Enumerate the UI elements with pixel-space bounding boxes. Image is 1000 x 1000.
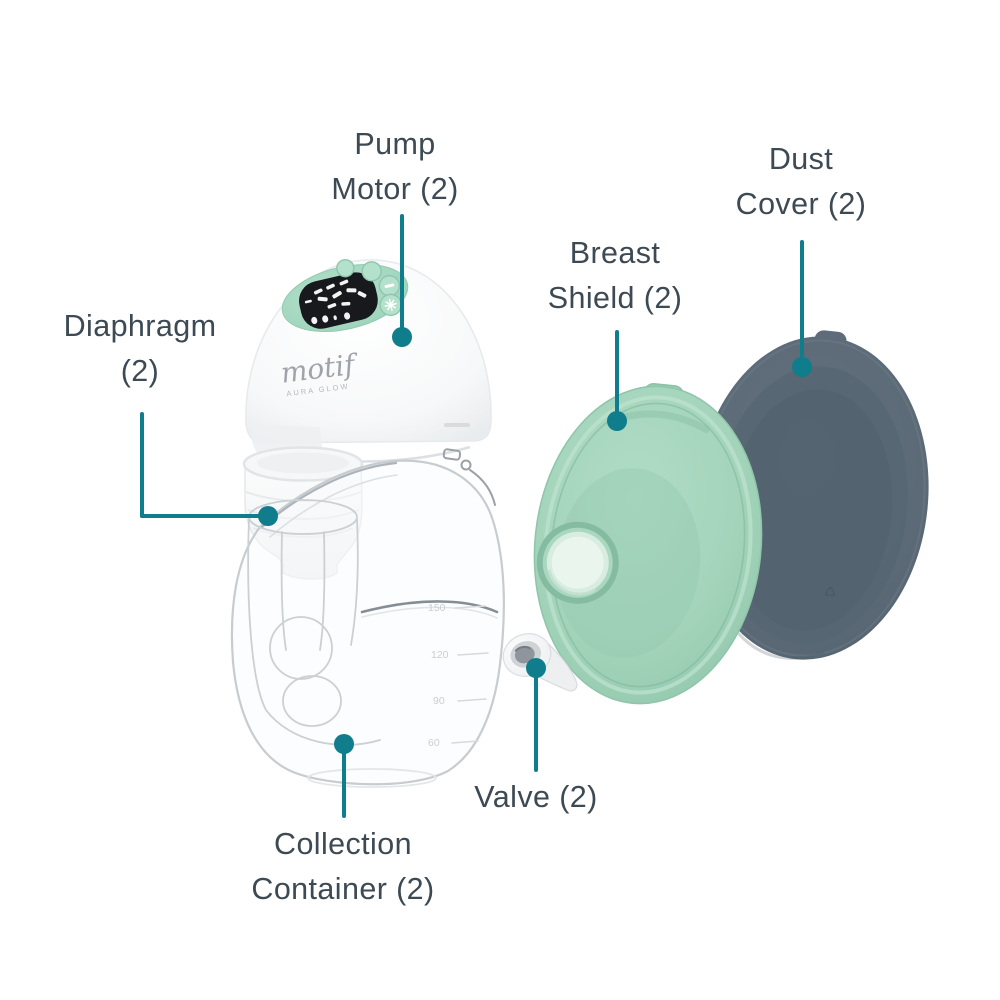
led-display [298,272,378,329]
leader-dot-dust-cover [792,357,812,377]
leader-line-collection-container [342,744,346,818]
leader-dot-collection-container [334,734,354,754]
label-collection-container: Collection Container (2) [251,822,434,912]
label-diaphragm-line1: Diaphragm [63,309,217,343]
label-breast-shield-line1: Breast [569,236,661,270]
scale-mark: 150 [428,602,446,614]
label-pump-motor: Pump Motor (2) [331,122,458,212]
dust-cover-part: ♺ [695,330,929,660]
label-diaphragm-line2: (2) [120,354,160,388]
container-fill-line [360,600,499,614]
label-diaphragm: Diaphragm (2) [64,304,217,394]
leader-line-pump-motor [400,214,404,337]
label-dust-cover: Dust Cover (2) [736,137,867,227]
pump-control-panel [281,258,409,332]
leader-line-diaphragm-vertical [140,412,144,518]
container-latch [442,448,496,506]
label-collection-container-line1: Collection [274,827,412,861]
label-valve: Valve (2) [474,775,597,820]
label-breast-shield: Breast Shield (2) [548,231,683,321]
pump-motor-part: motif AURA GLOW [245,258,492,465]
leader-line-valve [534,668,538,772]
leader-dot-pump-motor [392,327,412,347]
breast-shield-part [533,383,763,705]
leader-dot-breast-shield [607,411,627,431]
label-pump-motor-line1: Pump [354,127,436,161]
container-base [307,768,437,788]
leader-dot-valve [526,658,546,678]
label-dust-cover-line1: Dust [768,142,834,176]
breast-shield-funnel-opening [536,521,619,604]
pump-motor-vent-slot [444,423,470,427]
scale-mark: 90 [433,695,445,707]
scale-mark: 120 [431,649,449,661]
label-collection-container-line2: Container (2) [251,872,435,906]
leader-line-breast-shield [615,330,619,421]
pump-buttons [336,258,402,317]
label-breast-shield-line2: Shield (2) [547,281,683,315]
embossed-mark-icon: ♺ [824,584,837,600]
container-outline [230,459,505,786]
label-dust-cover-line2: Cover (2) [735,187,867,221]
container-scale: 150 120 90 60 [428,602,489,749]
led-display-digits [304,279,367,325]
power-button [361,261,382,282]
leader-line-diaphragm-horizontal [140,514,268,518]
label-pump-motor-line2: Motor (2) [331,172,459,206]
brand-logo: motif AURA GLOW [279,347,361,398]
leader-dot-diaphragm [258,506,278,526]
leader-line-dust-cover [800,240,804,367]
breast-shield-body [533,385,763,705]
sun-icon [384,298,397,312]
breast-shield-slot [621,410,710,433]
label-valve-text: Valve (2) [474,780,598,814]
scale-mark: 60 [428,737,440,749]
